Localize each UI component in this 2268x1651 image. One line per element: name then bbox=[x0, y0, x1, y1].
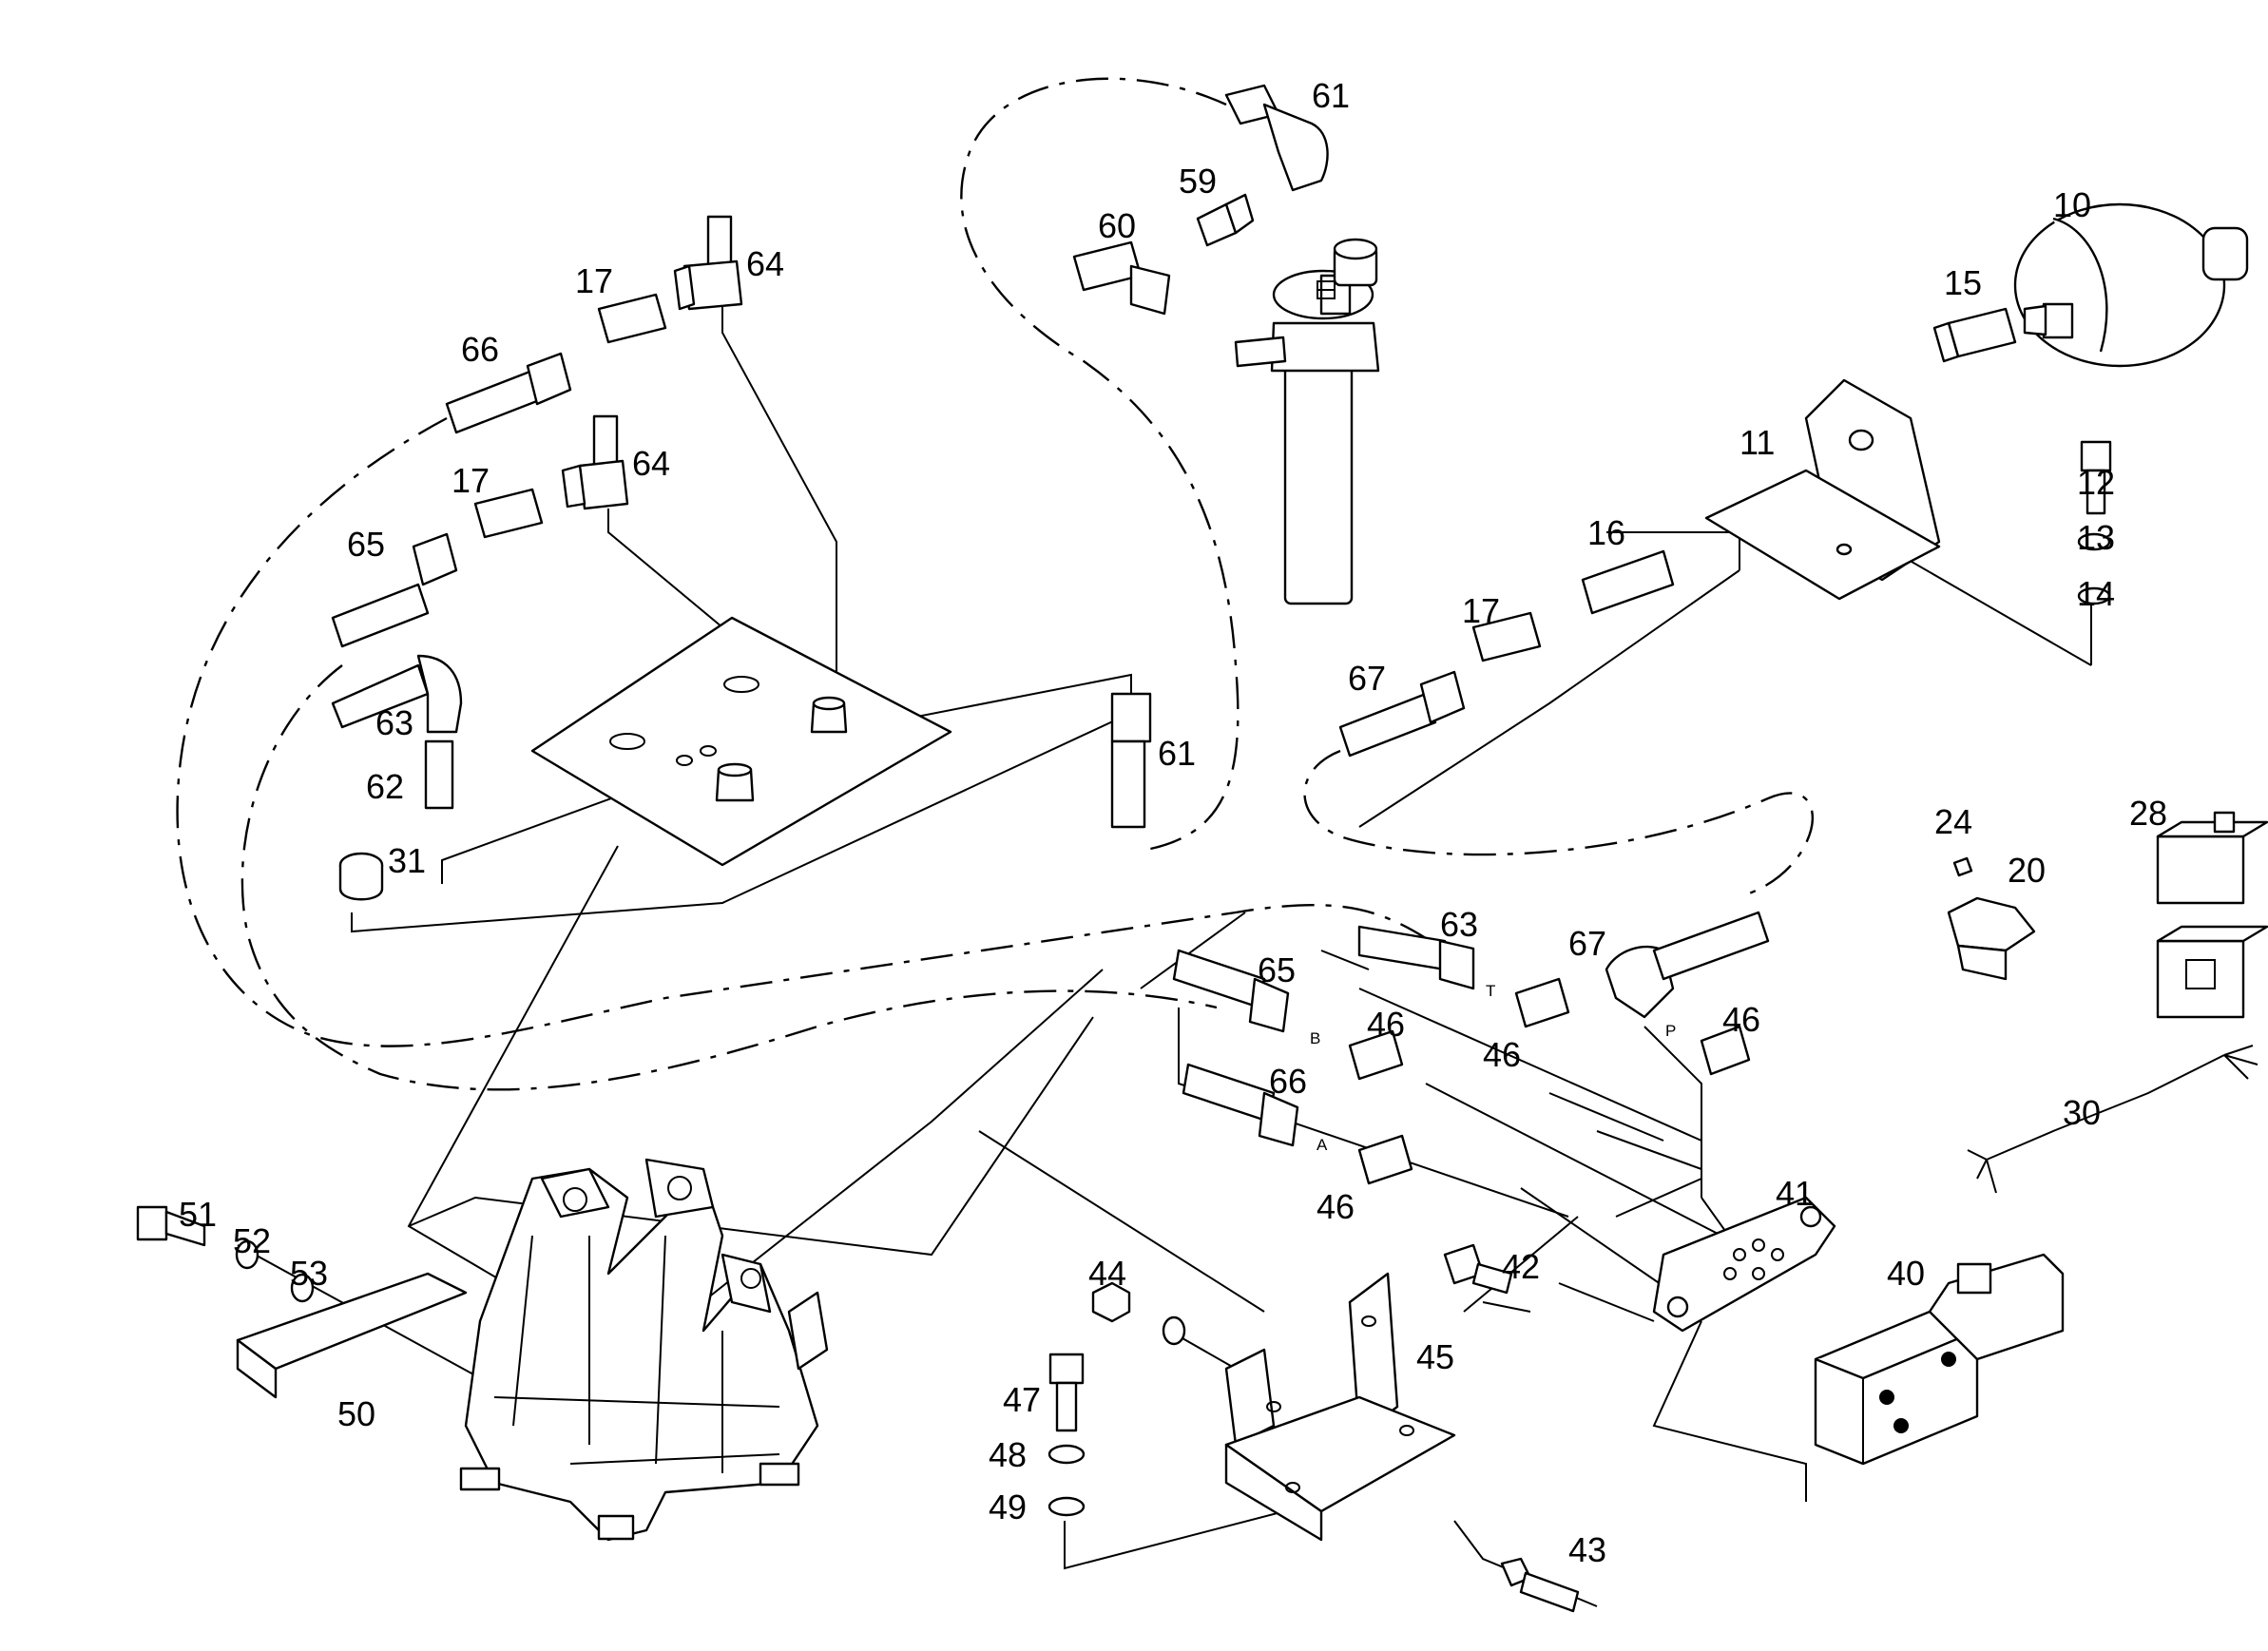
callout-43: 43 bbox=[1568, 1530, 1606, 1569]
callout-24: 24 bbox=[1934, 802, 1972, 841]
callout-53: 53 bbox=[290, 1254, 328, 1293]
callout-13: 13 bbox=[2077, 518, 2115, 557]
callout-48: 48 bbox=[989, 1435, 1027, 1474]
callout-42: 42 bbox=[1502, 1247, 1540, 1286]
port-label-a: A bbox=[1317, 1136, 1328, 1154]
callout-60: 60 bbox=[1098, 206, 1136, 245]
callout-51: 51 bbox=[179, 1195, 217, 1234]
callout-labels: 61 59 60 10 17 64 66 15 11 12 17 64 65 1… bbox=[179, 76, 2167, 1569]
callout-10: 10 bbox=[2053, 185, 2091, 224]
callout-62: 62 bbox=[366, 767, 404, 806]
callout-44: 44 bbox=[1088, 1254, 1126, 1293]
callout-12: 12 bbox=[2077, 463, 2115, 502]
hose-paths bbox=[176, 77, 1814, 1091]
accumulator bbox=[2013, 202, 2249, 368]
callout-66-mid: 66 bbox=[1269, 1062, 1307, 1101]
filter-assembly bbox=[1234, 238, 1380, 605]
valve-plate bbox=[530, 616, 952, 867]
callout-41: 41 bbox=[1776, 1174, 1814, 1213]
callout-64-mid: 64 bbox=[632, 444, 670, 483]
callout-28: 28 bbox=[2129, 794, 2167, 833]
callout-46-b: 46 bbox=[1367, 1005, 1405, 1044]
callout-45: 45 bbox=[1416, 1337, 1454, 1376]
column-casting bbox=[459, 1158, 829, 1542]
callout-46-p: 46 bbox=[1722, 1000, 1760, 1039]
bracket-11 bbox=[1704, 378, 1941, 601]
callout-47: 47 bbox=[1003, 1380, 1041, 1419]
callout-59: 59 bbox=[1179, 162, 1217, 201]
callout-63-right: 63 bbox=[1440, 905, 1478, 944]
cover-plate-50 bbox=[236, 1272, 468, 1399]
callout-61-top: 61 bbox=[1312, 76, 1350, 115]
callout-11: 11 bbox=[1739, 423, 1775, 462]
port-label-b: B bbox=[1310, 1029, 1320, 1047]
port-label-t: T bbox=[1486, 982, 1495, 1000]
callout-40: 40 bbox=[1887, 1254, 1925, 1293]
callout-61-mid: 61 bbox=[1158, 734, 1196, 773]
callout-17-mid: 17 bbox=[452, 461, 490, 500]
solenoid-valve-40 bbox=[1814, 1253, 2065, 1466]
callout-67-mid: 67 bbox=[1568, 924, 1606, 963]
callout-31: 31 bbox=[388, 841, 426, 880]
callout-46-a: 46 bbox=[1317, 1187, 1355, 1226]
callout-63-left: 63 bbox=[375, 703, 413, 742]
callout-49: 49 bbox=[989, 1488, 1027, 1526]
callout-17-right: 17 bbox=[1462, 591, 1500, 630]
port-label-p: P bbox=[1665, 1022, 1676, 1040]
callout-20: 20 bbox=[2008, 851, 2046, 890]
fittings bbox=[136, 84, 2112, 1613]
callout-17-top: 17 bbox=[575, 261, 613, 300]
callout-14: 14 bbox=[2077, 574, 2115, 613]
electrical-parts bbox=[1947, 811, 2268, 1194]
callout-65-top: 65 bbox=[347, 525, 385, 564]
callout-52: 52 bbox=[233, 1221, 271, 1260]
callout-65-mid: 65 bbox=[1258, 950, 1296, 989]
callout-30: 30 bbox=[2063, 1093, 2101, 1132]
mounting-bracket-45 bbox=[1224, 1272, 1456, 1542]
callout-66-top: 66 bbox=[461, 330, 499, 369]
callout-67-top: 67 bbox=[1348, 659, 1386, 698]
callout-16: 16 bbox=[1587, 513, 1625, 552]
manifold-block-41 bbox=[1652, 1196, 1836, 1333]
callout-46-t: 46 bbox=[1483, 1035, 1521, 1074]
callout-15: 15 bbox=[1944, 263, 1982, 302]
callout-64-top: 64 bbox=[746, 244, 784, 283]
port-labels: T P B A bbox=[1310, 982, 1676, 1154]
callout-50: 50 bbox=[337, 1394, 375, 1433]
